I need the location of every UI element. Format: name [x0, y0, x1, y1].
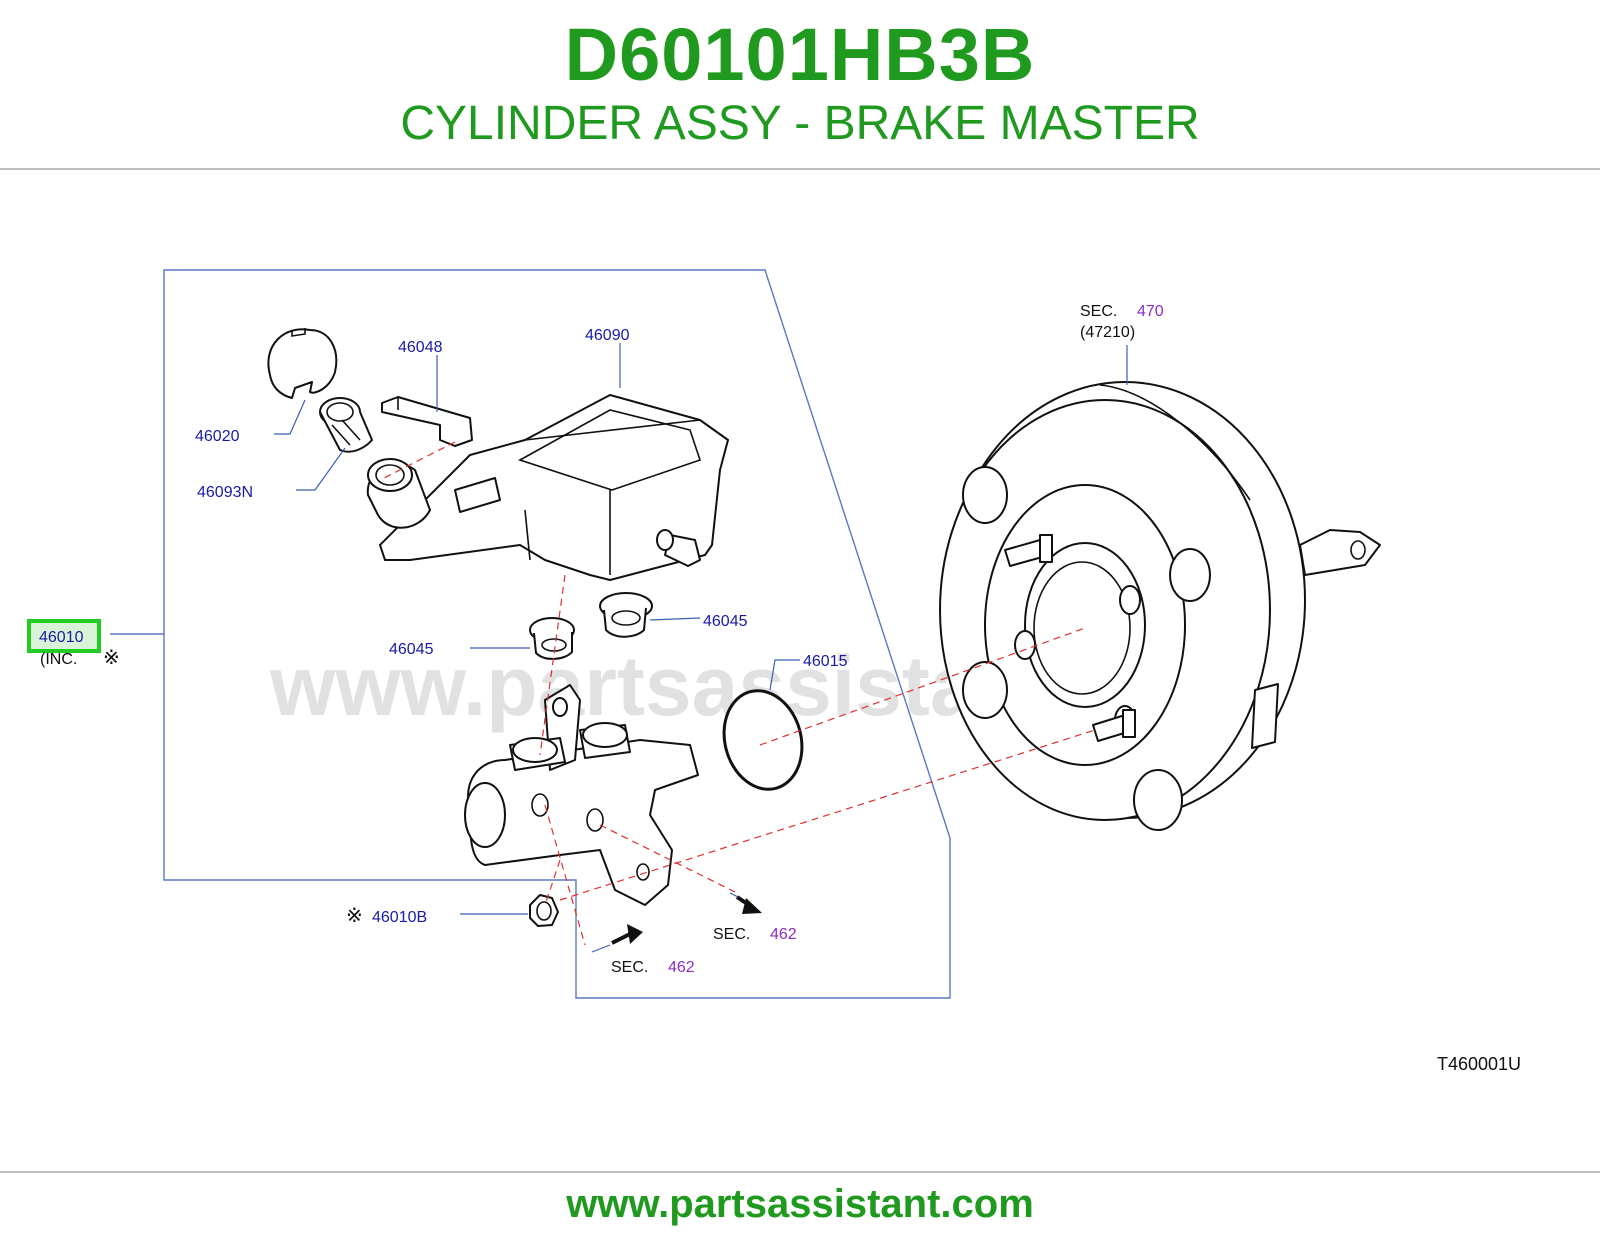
sec-word-right: SEC.	[713, 926, 750, 943]
sec-sub-47210: (47210)	[1080, 324, 1135, 341]
ref-mark-inc: ※	[103, 647, 120, 669]
sec-number-462-left[interactable]: 462	[668, 959, 695, 976]
selected-part-highlight	[27, 619, 101, 653]
label-46093n[interactable]: 46093N	[197, 484, 253, 501]
ref-mark-46010b: ※	[346, 905, 363, 927]
label-46048[interactable]: 46048	[398, 339, 443, 356]
reservoir-tank-drawing	[366, 394, 729, 581]
label-46045-right[interactable]: 46045	[703, 613, 748, 630]
grommet-right-drawing	[599, 592, 653, 638]
grommet-left-drawing	[529, 617, 575, 660]
label-46010-inc: (INC.	[40, 651, 77, 668]
assembly-frame	[163, 269, 951, 999]
footer-url-link[interactable]: www.partsassistant.com	[566, 1182, 1034, 1226]
part-name-subtitle: CYLINDER ASSY - BRAKE MASTER	[400, 97, 1200, 150]
header-divider	[0, 168, 1600, 170]
sec-word-left: SEC.	[611, 959, 648, 976]
label-46045-left[interactable]: 46045	[389, 641, 434, 658]
master-cylinder-drawing	[464, 684, 699, 906]
part-number-title: D60101HB3B	[564, 13, 1036, 96]
label-46010[interactable]: 46010	[39, 629, 84, 646]
level-sensor-drawing	[381, 396, 473, 447]
sec-word-booster: SEC.	[1080, 303, 1117, 320]
brake-booster-drawing	[939, 381, 1381, 831]
footer-divider	[0, 1171, 1600, 1173]
label-46015[interactable]: 46015	[803, 653, 848, 670]
figure-code: T460001U	[1437, 1054, 1521, 1074]
nut-drawing	[529, 894, 559, 927]
page-header: D60101HB3B CYLINDER ASSY - BRAKE MASTER	[0, 0, 1600, 170]
leader-lines	[110, 343, 1128, 953]
section-arrows	[611, 895, 762, 945]
alignment-lines	[379, 441, 1096, 946]
sec-number-470[interactable]: 470	[1137, 303, 1164, 320]
label-46020[interactable]: 46020	[195, 428, 240, 445]
label-46090[interactable]: 46090	[585, 327, 630, 344]
strainer-drawing	[319, 397, 373, 453]
label-46010b[interactable]: 46010B	[372, 909, 427, 926]
reservoir-cap-drawing	[267, 328, 338, 399]
sec-number-462-right[interactable]: 462	[770, 926, 797, 943]
